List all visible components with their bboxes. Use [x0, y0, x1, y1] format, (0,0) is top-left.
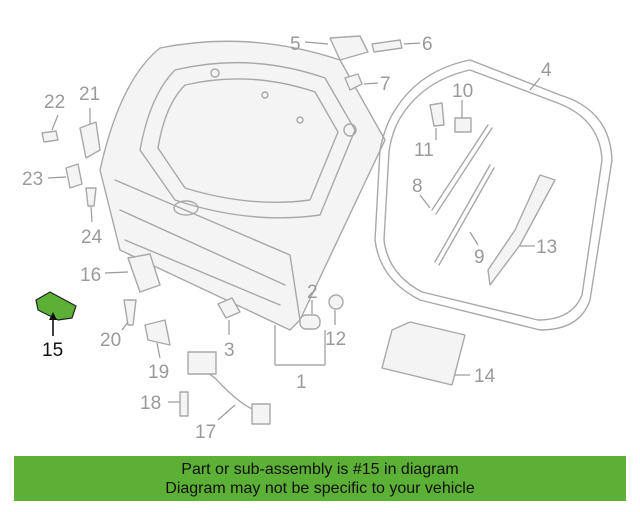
callout-15: 15 — [42, 340, 63, 361]
nut-7 — [344, 73, 363, 91]
bolt-6 — [371, 39, 403, 53]
cap-23 — [65, 163, 83, 189]
callout-18: 18 — [140, 393, 161, 414]
spoiler-13 — [487, 174, 556, 286]
banner-line-1: Part or sub-assembly is #15 in diagram — [181, 461, 459, 478]
callout-7: 7 — [380, 74, 391, 95]
weatherstrip — [374, 59, 613, 331]
callout-10: 10 — [452, 81, 473, 102]
callout-24: 24 — [81, 227, 103, 248]
cover-3 — [217, 297, 241, 319]
callout-2: 2 — [307, 282, 318, 303]
bracket-10 — [454, 117, 472, 133]
callout-8: 8 — [412, 176, 423, 197]
garnish-21 — [79, 121, 101, 159]
gas-strut-9 — [434, 164, 491, 263]
callout-labels: 1 2 3 4 5 6 7 8 9 10 11 12 13 14 15 16 1… — [22, 34, 557, 443]
callout-19: 19 — [148, 362, 169, 383]
callout-1: 1 — [296, 372, 307, 393]
module-14 — [381, 321, 466, 386]
info-banner: Part or sub-assembly is #15 in diagram D… — [14, 456, 626, 501]
callout-6: 6 — [422, 34, 433, 55]
clip-12 — [328, 294, 344, 310]
callout-20: 20 — [100, 330, 121, 351]
banner-line-2: Diagram may not be specific to your vehi… — [165, 480, 475, 497]
callout-12: 12 — [325, 329, 346, 350]
callout-9: 9 — [474, 247, 485, 268]
actuator-17 — [187, 351, 217, 375]
callout-14: 14 — [474, 366, 496, 387]
gas-strut-8 — [431, 124, 489, 211]
bolt-11 — [429, 102, 445, 127]
callout-4: 4 — [541, 60, 552, 81]
leader-lines — [47, 41, 541, 421]
callout-5: 5 — [290, 34, 301, 55]
callout-17: 17 — [195, 422, 216, 443]
callout-22: 22 — [44, 92, 65, 113]
bumper-2 — [299, 314, 321, 330]
hinge-bracket — [329, 35, 369, 61]
tailgate-panel — [99, 40, 386, 331]
callout-11: 11 — [414, 140, 434, 161]
screw-24 — [85, 187, 97, 207]
switch-17b — [251, 403, 271, 425]
callout-23: 23 — [22, 169, 43, 190]
callout-3: 3 — [224, 340, 235, 361]
clip-20 — [123, 299, 137, 326]
callout-21: 21 — [79, 84, 100, 105]
callout-13: 13 — [536, 237, 557, 258]
screw-22 — [41, 130, 59, 143]
callout-16: 16 — [80, 265, 101, 286]
latch-16 — [127, 253, 161, 293]
part-15-highlighted[interactable] — [35, 291, 77, 336]
bolt-18 — [179, 391, 189, 417]
parts-diagram: 1 2 3 4 5 6 7 8 9 10 11 12 13 14 15 16 1… — [22, 34, 613, 443]
pad-19 — [144, 319, 171, 346]
